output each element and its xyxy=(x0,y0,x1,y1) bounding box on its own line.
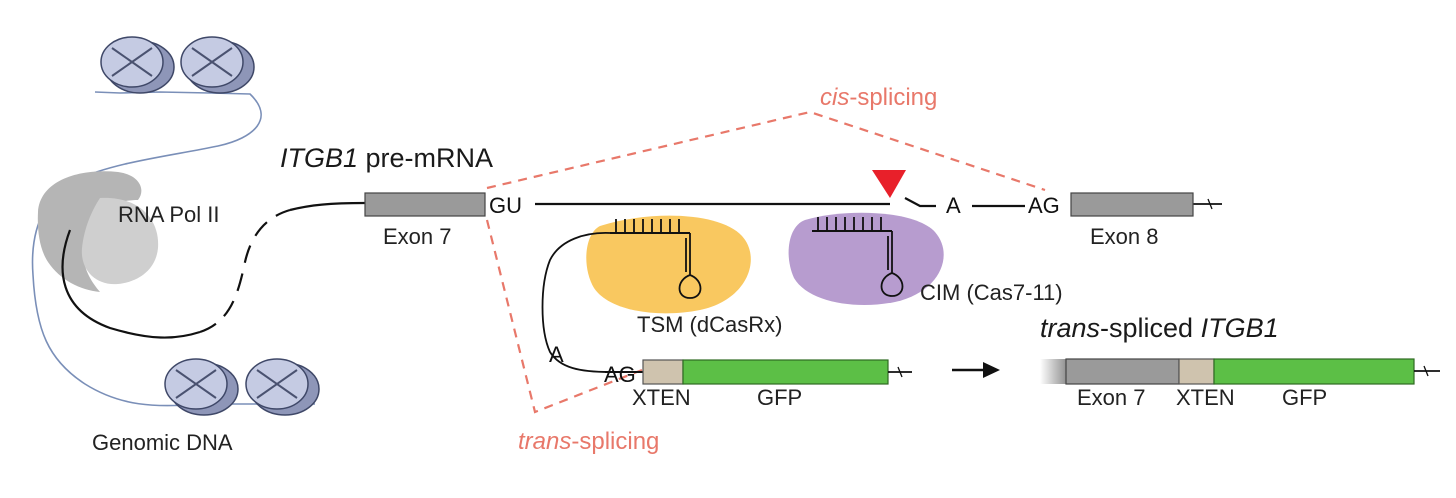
cis-splicing-lines xyxy=(486,110,1046,192)
genomic-dna-label: Genomic DNA xyxy=(92,430,233,455)
nascent-rna xyxy=(61,229,201,339)
gu-label: GU xyxy=(489,193,522,218)
trans-ag-label: AG xyxy=(604,362,636,387)
trans-a-label: A xyxy=(549,342,564,367)
branch-a-label: A xyxy=(946,193,961,218)
product-fade-box xyxy=(1040,359,1067,384)
construct-tail-tick xyxy=(897,366,903,378)
reaction-arrow-icon xyxy=(952,362,1000,378)
nucleosome-icon xyxy=(100,36,175,94)
pre-mrna-label: ITGB1 pre-mRNA xyxy=(280,143,493,173)
cleaved-intron-gap xyxy=(904,197,936,208)
nascent-rna-dashed xyxy=(199,208,291,334)
cim-label: CIM (Cas7-11) xyxy=(920,280,1063,305)
tsm-guide-rna xyxy=(541,219,702,373)
product-xten-box xyxy=(1178,358,1215,385)
exon7-label: Exon 7 xyxy=(383,224,452,249)
pre-mrna-leader xyxy=(289,201,366,212)
nucleosome-icon xyxy=(180,36,255,94)
rna-polymerase-icon xyxy=(37,171,159,292)
construct-gfp-box xyxy=(682,359,889,385)
exon8-box xyxy=(1070,192,1194,217)
rna-pol-label: RNA Pol II xyxy=(118,202,219,227)
product-gfp-box xyxy=(1213,358,1415,385)
trans-spliced-product-label: trans-spliced ITGB1 xyxy=(1040,313,1279,343)
tsm-dcasrx-blob xyxy=(586,215,751,314)
gfp-label: GFP xyxy=(757,385,802,410)
product-xten-label: XTEN xyxy=(1176,385,1235,410)
product-exon7-label: Exon 7 xyxy=(1077,385,1146,410)
cis-splicing-label: cis-splicing xyxy=(820,84,937,111)
construct-xten-box xyxy=(642,359,684,385)
product-exon7-box xyxy=(1065,358,1180,385)
product-tail-tick xyxy=(1423,365,1429,377)
nucleosome-icon xyxy=(245,358,320,416)
product-gfp-label: GFP xyxy=(1282,385,1327,410)
cim-cas7-11-blob xyxy=(788,212,944,305)
cim-guide-rna xyxy=(812,217,904,297)
exon7-box xyxy=(364,192,486,217)
xten-label: XTEN xyxy=(632,385,691,410)
cleavage-arrow-icon xyxy=(872,170,906,198)
nucleosome-icon xyxy=(164,358,239,416)
exon8-label: Exon 8 xyxy=(1090,224,1159,249)
trans-splicing-label: trans-splicing xyxy=(518,428,659,455)
trans-splicing-lines xyxy=(485,219,643,414)
tsm-label: TSM (dCasRx) xyxy=(637,312,782,337)
exon8-tail-tick xyxy=(1207,198,1213,210)
ag-label: AG xyxy=(1028,193,1060,218)
